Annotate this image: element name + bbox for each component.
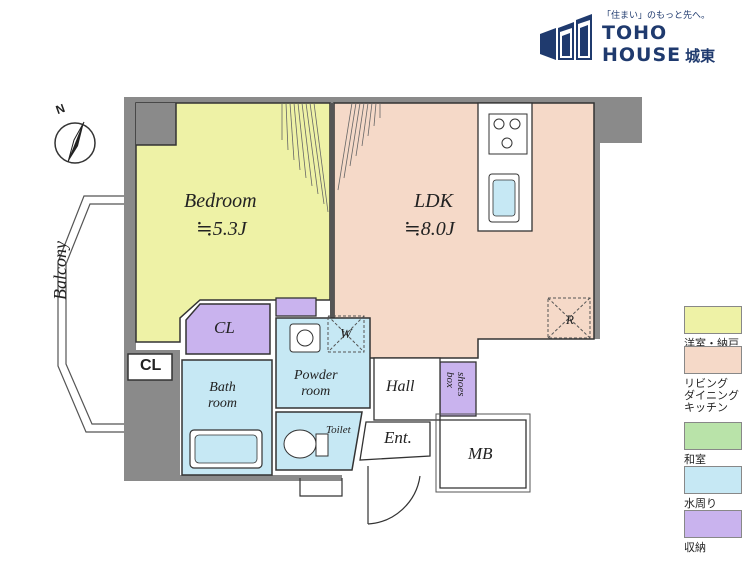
legend-item-living: リビング ダイニング キッチン: [684, 346, 744, 414]
closet-label: CL: [214, 318, 235, 337]
ldk-area: [333, 102, 595, 359]
storage-small: [275, 297, 317, 317]
legend-label: リビング ダイニング キッチン: [684, 377, 739, 414]
brand-name-line1: TOHO: [602, 22, 668, 44]
hall-label: Hall: [386, 378, 415, 395]
legend-swatch: [684, 422, 742, 450]
bedroom-size: ≒5.3J: [196, 218, 247, 240]
bedroom-label: Bedroom: [184, 190, 257, 212]
kitchen-counter: [477, 102, 533, 232]
balcony-outline: [57, 195, 124, 433]
closet-area: [185, 303, 271, 355]
hall-area: [373, 357, 441, 421]
door-swing-hatching: [281, 102, 381, 213]
shoes-box-label: shoes box: [444, 372, 467, 397]
entrance-door: [299, 466, 421, 525]
legend-label: 水周り: [684, 497, 717, 510]
brand-suffix: 城東: [685, 47, 716, 65]
shoes-box-area: [439, 361, 477, 417]
legend-swatch: [684, 510, 742, 538]
mb-area: [439, 419, 527, 489]
legend-label: 和室: [684, 453, 706, 466]
balcony-label: Balcony: [50, 241, 70, 300]
powder-room-label: Powder room: [294, 368, 338, 399]
legend-label: 収納: [684, 541, 706, 554]
brand-name-line2: HOUSE: [602, 44, 682, 66]
ldk-label: LDK: [414, 190, 453, 212]
entrance-label: Ent.: [384, 428, 412, 447]
fridge-label: R: [566, 312, 574, 327]
mb-label: MB: [468, 444, 493, 463]
legend-swatch: [684, 306, 742, 334]
legend-item-storage: 収納: [684, 510, 744, 554]
washer-label: W: [340, 327, 352, 342]
outside-closet-label: CL: [140, 357, 162, 374]
washer-space: [327, 315, 365, 353]
brand-tagline: 「住まい」のもっと先へ。: [602, 11, 711, 21]
entrance-area: [359, 421, 431, 461]
legend-swatch: [684, 346, 742, 374]
legend-swatch: [684, 466, 742, 494]
brand-logo-icon: [540, 14, 592, 60]
legend-item-western: 洋室・納戸: [684, 306, 744, 350]
legend-item-japanese: 和室: [684, 422, 744, 466]
legend-item-water: 水周り: [684, 466, 744, 510]
fridge-space: [547, 297, 591, 339]
compass-icon: [54, 121, 96, 164]
outside-closet-box: [127, 353, 173, 381]
bathroom-label: Bath room: [208, 380, 238, 411]
toilet-label: Toilet: [326, 424, 351, 436]
ldk-size: ≒8.0J: [404, 218, 455, 240]
